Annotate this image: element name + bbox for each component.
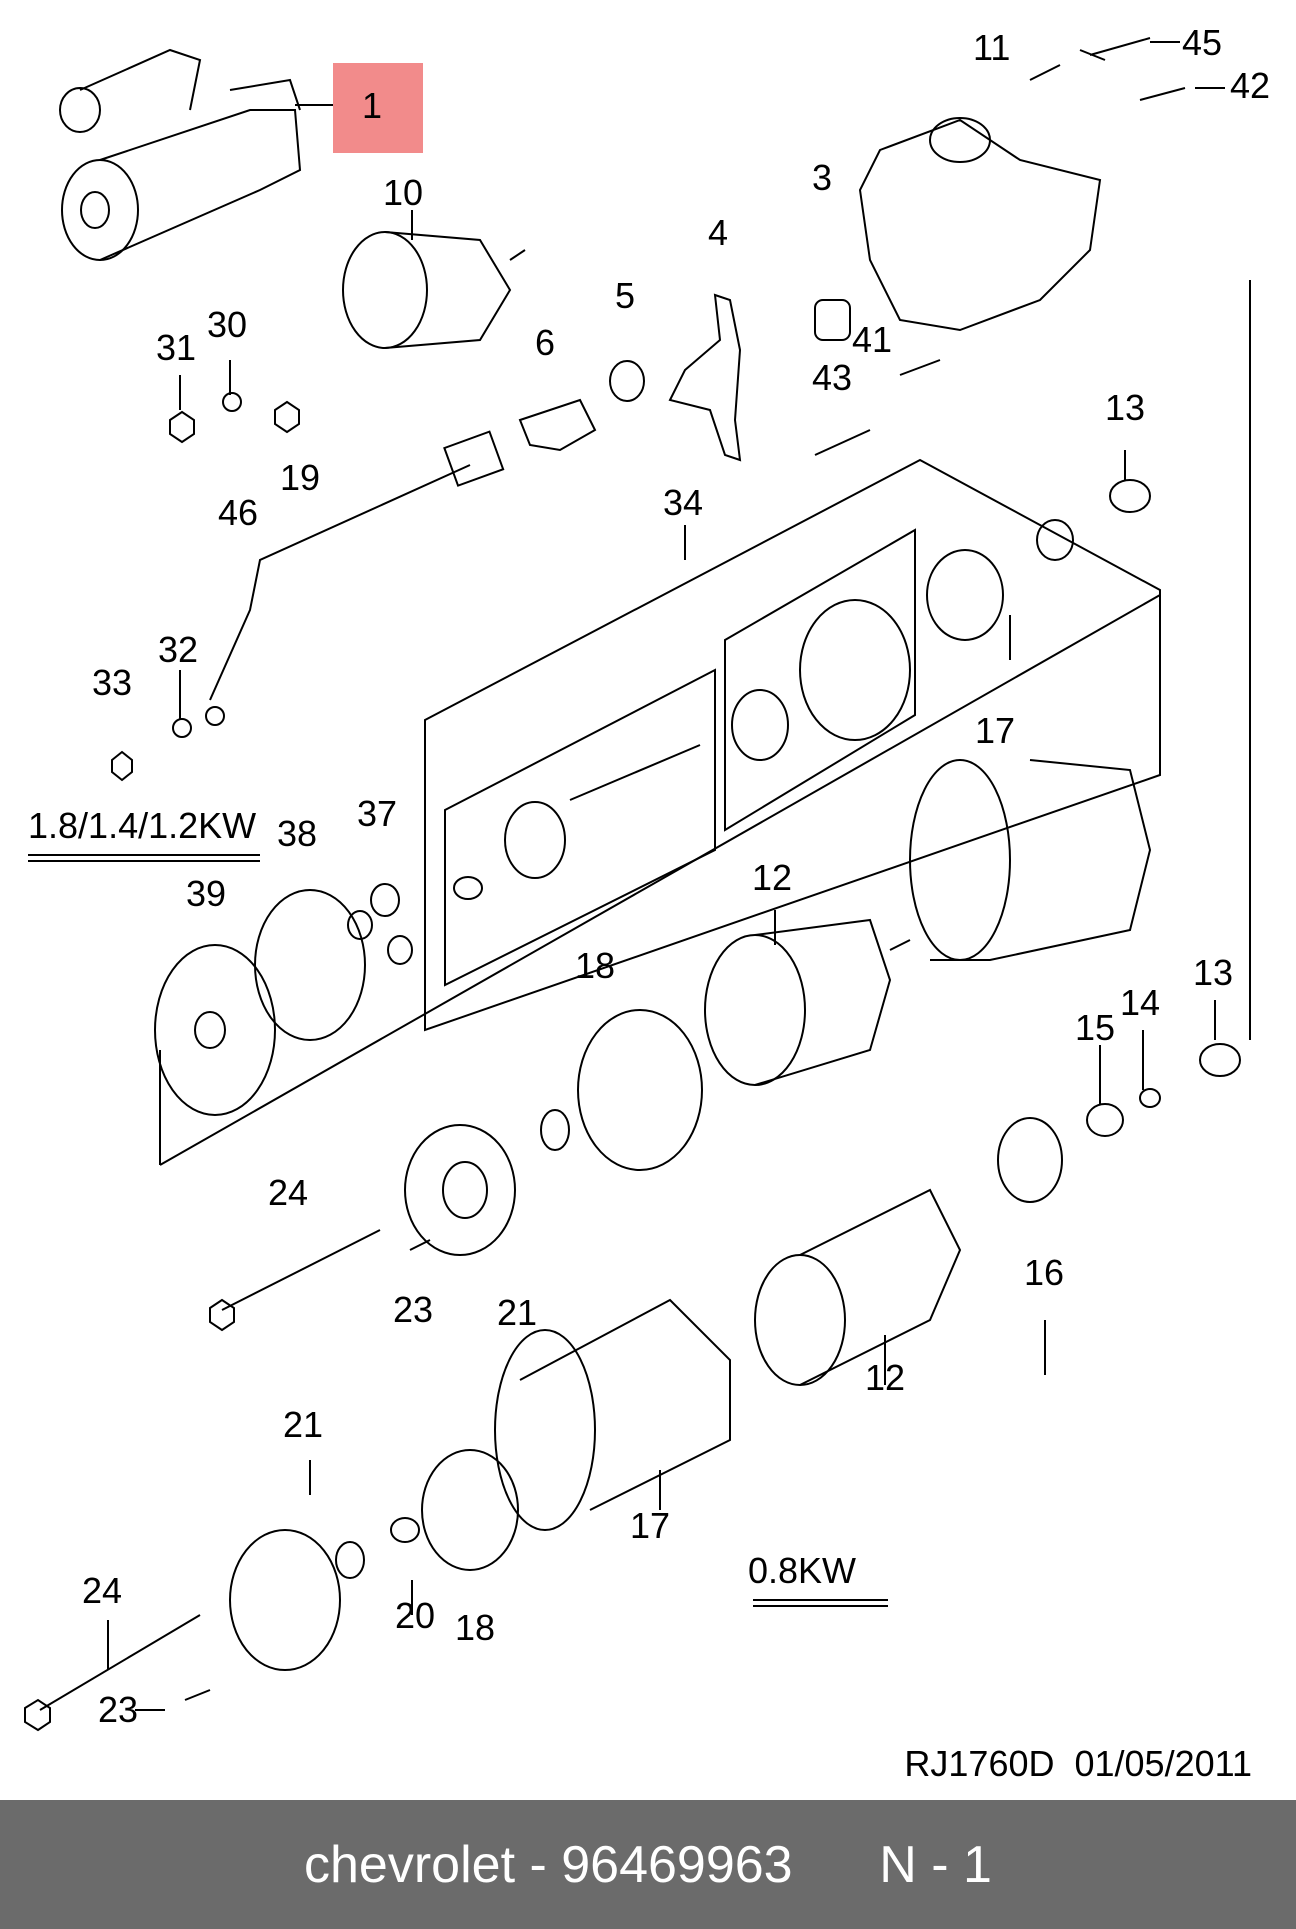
- part-label: 20: [395, 1595, 435, 1636]
- part-label: 33: [92, 662, 132, 703]
- part-label: 16: [1024, 1252, 1064, 1293]
- section-label-big-motor: 1.8/1.4/1.2KW: [28, 805, 256, 846]
- starter-assembly-drawing: [59, 48, 302, 261]
- part-label: 10: [383, 172, 423, 213]
- footer-item: N - 1: [879, 1835, 992, 1894]
- exploded-view-diagram: 1 10 31 30 19 46 33 32 6 5 4 3 41 43 11 …: [24, 22, 1270, 1784]
- part-label: 23: [98, 1689, 138, 1730]
- part-label: 23: [393, 1289, 433, 1330]
- part-label: 19: [280, 457, 320, 498]
- section-label-small-motor: 0.8KW: [748, 1550, 856, 1591]
- part-label: 21: [283, 1404, 323, 1445]
- part-label: 18: [575, 945, 615, 986]
- part-label: 24: [82, 1570, 122, 1611]
- part-label: 13: [1105, 387, 1145, 428]
- part-label: 17: [630, 1505, 670, 1546]
- part-labels: 1 10 31 30 19 46 33 32 6 5 4 3 41 43 11 …: [82, 22, 1270, 1730]
- part-label: 4: [708, 212, 728, 253]
- solenoid-drawing: [342, 231, 526, 349]
- part-label: 6: [535, 322, 555, 363]
- part-label: 11: [973, 27, 1010, 68]
- part-label: 32: [158, 629, 198, 670]
- highlight-box: [333, 63, 423, 153]
- part-label: 18: [455, 1607, 495, 1648]
- diagram-reference: RJ1760D 01/05/2011: [904, 1743, 1252, 1784]
- part-label: 41: [852, 319, 892, 360]
- part-label: 24: [268, 1172, 308, 1213]
- part-label: 30: [207, 304, 247, 345]
- part-label: 17: [975, 710, 1015, 751]
- part-label: 42: [1230, 65, 1270, 106]
- part-label: 1: [362, 85, 382, 126]
- part-label: 15: [1075, 1007, 1115, 1048]
- part-label: 5: [615, 275, 635, 316]
- part-label: 39: [186, 873, 226, 914]
- part-label: 45: [1182, 22, 1222, 63]
- footer-bar: chevrolet - 96469963 N - 1: [0, 1800, 1296, 1929]
- part-label: 13: [1193, 952, 1233, 993]
- footer-part-number: 96469963: [561, 1835, 793, 1894]
- part-label: 38: [277, 813, 317, 854]
- part-label: 34: [663, 482, 703, 523]
- part-label: 43: [812, 357, 852, 398]
- footer-spacer: [793, 1835, 880, 1895]
- part-label: 12: [752, 857, 792, 898]
- part-label: 31: [156, 327, 196, 368]
- part-label: 37: [357, 793, 397, 834]
- footer-separator: -: [515, 1835, 562, 1894]
- part-label: 12: [865, 1357, 905, 1398]
- part-label: 14: [1120, 982, 1160, 1023]
- part-label: 3: [812, 157, 832, 198]
- part-label: 21: [497, 1292, 537, 1333]
- part-label: 46: [218, 492, 258, 533]
- footer-brand: chevrolet: [304, 1835, 516, 1894]
